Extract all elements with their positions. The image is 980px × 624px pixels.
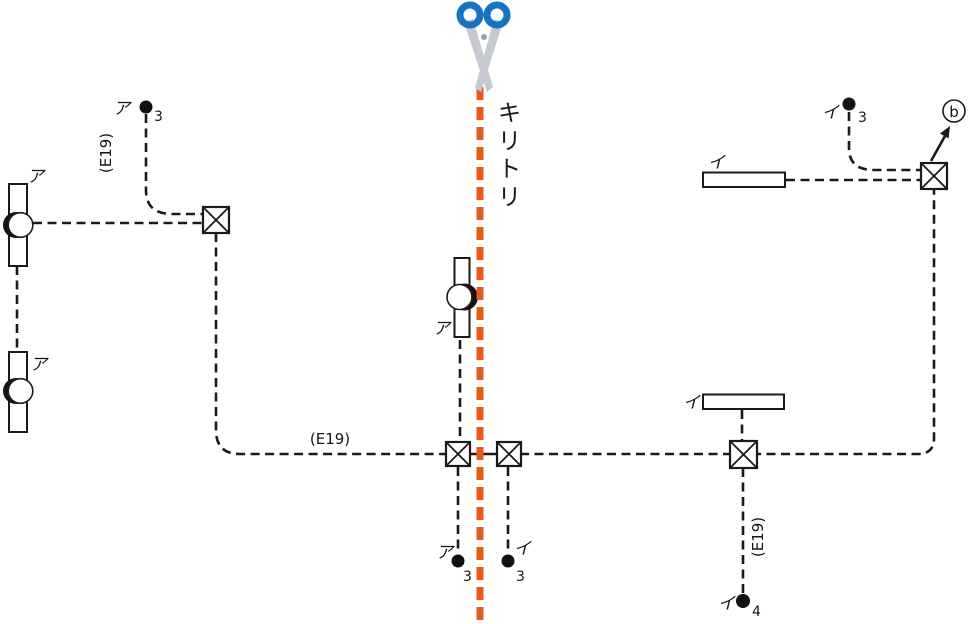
scissors-handle [483, 1, 511, 29]
luminaires [3, 171, 786, 433]
batten-right-upper [702, 171, 786, 188]
ways-4-bottom-right: 4 [752, 604, 761, 620]
junction-box-bottom-right [728, 439, 759, 470]
cable-e19-bottom-right: (E19) [749, 517, 767, 557]
terminal-b-arrow: b [929, 99, 966, 162]
switch-dot-center-a [451, 554, 465, 568]
switch-dot-top-left [139, 100, 153, 114]
batten-right-middle [702, 393, 785, 410]
arrowhead-icon [940, 126, 950, 139]
lamp-globe [7, 211, 34, 239]
label-i-batten-upper: イ [708, 153, 726, 173]
wire-topright-switch-to-box [847, 112, 921, 172]
ways-3-center-i: 3 [516, 569, 525, 585]
wire-box1-to-center [214, 233, 446, 456]
scissors-pivot [481, 34, 487, 40]
lamp-left-lower [3, 351, 34, 433]
junction-box-center-right [495, 440, 523, 468]
junction-boxes [201, 161, 949, 470]
terminal-b-circle [942, 99, 966, 123]
cable-e19-center: (E19) [310, 430, 350, 448]
labels: ア ア ア ア 3 ア 3 イ 3 イ イ イ 3 イ 4 (E19) (E19… [27, 99, 867, 620]
switches [139, 97, 856, 608]
label-a-switch-center: ア [436, 543, 455, 563]
wire-center-to-topright-box [520, 188, 936, 456]
scissors-blade [475, 19, 503, 92]
ways-3-top-right: 3 [858, 110, 867, 126]
lamp-globe [7, 377, 34, 405]
junction-box-center-left [444, 440, 472, 468]
label-a-switch-top-left: ア [113, 99, 132, 119]
label-i-switch-bottom-right: イ [718, 594, 736, 614]
switch-dot-center-i [501, 554, 515, 568]
cut-line-label: キリトリ [493, 100, 521, 212]
lamp-left-upper [3, 183, 34, 267]
label-i-switch-center: イ [514, 539, 532, 559]
ways-3-top-left: 3 [154, 109, 163, 125]
cable-e19-top-left: (E19) [97, 133, 115, 173]
switch-dot-top-right [842, 97, 856, 111]
switch-dot-bottom-right [736, 594, 750, 608]
label-a-lamp-center: ア [433, 319, 452, 339]
lamp-center [446, 257, 478, 338]
terminal-b-label: b [949, 103, 959, 121]
scissors-handle [456, 1, 484, 29]
label-a-lamp-left-lower: ア [30, 355, 49, 375]
junction-box-top-left [201, 205, 231, 235]
ways-3-center-a: 3 [463, 569, 472, 585]
junction-box-top-right [919, 161, 949, 191]
wiring-dashed-lines [15, 112, 936, 594]
scissors-icon [456, 1, 511, 92]
label-i-batten-middle: イ [683, 393, 701, 413]
label-a-lamp-left-upper: ア [27, 167, 46, 187]
label-i-switch-top-right: イ [822, 103, 840, 123]
lamp-globe [446, 283, 473, 311]
wire-topleft-switch-to-box [144, 114, 203, 216]
